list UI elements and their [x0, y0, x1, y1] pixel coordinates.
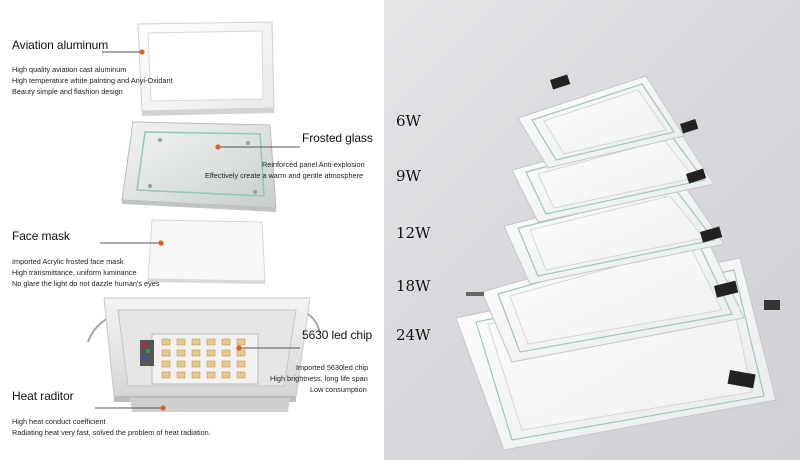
wattage-label-24w: 24W [396, 326, 431, 344]
led-chip [236, 371, 246, 379]
component-desc-frosted-glass: Reinforced panel Anti-explosion [262, 159, 365, 170]
led-chip [161, 360, 171, 368]
component-desc-led-chip-1: Imported 5630led chip [296, 362, 368, 373]
desc-line: Radiating heat very fast, solved the pro… [12, 428, 211, 437]
wattage-label-9w: 9W [396, 167, 421, 185]
led-chip-grid [161, 338, 246, 379]
led-chip [236, 338, 246, 346]
led-chip [206, 338, 216, 346]
led-chip [161, 371, 171, 379]
desc-line: No glare the light do not dazzle human's… [12, 279, 160, 288]
wattage-label-18w: 18W [396, 277, 431, 295]
desc-line: High transmittance, uniform luminance [12, 268, 137, 277]
led-chip [221, 371, 231, 379]
desc-line: Low consumption [310, 385, 367, 394]
panel-12w [503, 181, 725, 285]
led-chip [206, 349, 216, 357]
led-chip [236, 360, 246, 368]
product-size-photo: 6W 9W 12W 18W 24W [384, 0, 800, 460]
component-title-aviation-aluminum: Aviation aluminum [12, 38, 109, 52]
component-title-led-chip: 5630 led chip [302, 328, 373, 342]
callout-dot-led [236, 345, 242, 351]
desc-line: High heat conduct coefficient [12, 417, 106, 426]
aluminum-frame [137, 21, 275, 116]
wattage-label-6w: 6W [396, 112, 421, 130]
desc-line: Imported Acrylic frosted face mask [12, 257, 124, 266]
component-desc-frosted-glass-2: Effectively create a warm and gentle atm… [205, 170, 363, 181]
frosted-glass-layer [121, 121, 277, 212]
led-chip [176, 338, 186, 346]
led-chip [221, 360, 231, 368]
callout-dot-heat [160, 405, 166, 411]
callout-dot-aluminum [139, 49, 145, 55]
callout-dot-glass [215, 144, 221, 150]
led-chip [161, 349, 171, 357]
stacked-panels-illustration [455, 74, 780, 451]
component-desc-face-mask: Imported Acrylic frosted face mask High … [12, 256, 159, 289]
led-chip [191, 349, 201, 357]
desc-line: High quality aviation cast aluminum [12, 65, 127, 74]
led-chip [191, 360, 201, 368]
led-chip [206, 371, 216, 379]
component-desc-heat-radiator: High heat conduct coefficient Radiating … [12, 416, 211, 438]
led-chip [191, 338, 201, 346]
component-desc-led-chip-2: High brightness, long life span [270, 373, 368, 384]
component-title-frosted-glass: Frosted glass [302, 131, 373, 145]
desc-line: Reinforced panel Anti-explosion [262, 160, 365, 169]
led-chip [176, 371, 186, 379]
panel-6w [517, 74, 699, 169]
face-mask-layer [147, 219, 266, 284]
component-desc-aviation-aluminum: High quality aviation cast aluminum High… [12, 64, 173, 97]
led-chip [221, 349, 231, 357]
desc-line: High brightness, long life span [270, 374, 368, 383]
led-chip [161, 338, 171, 346]
component-title-face-mask: Face mask [12, 229, 70, 243]
led-chip [191, 371, 201, 379]
led-chip [176, 349, 186, 357]
desc-line: High temperature white painting and Anyi… [12, 76, 173, 85]
callout-dot-mask [158, 240, 164, 246]
component-desc-led-chip-3: Low consumption [310, 384, 367, 395]
led-chip [176, 360, 186, 368]
exploded-layers-illustration [87, 21, 321, 412]
led-chip [236, 349, 246, 357]
desc-line: Beauty simple and flashion design [12, 87, 123, 96]
desc-line: Imported 5630led chip [296, 363, 369, 372]
exploded-view-panel: Aviation aluminum High quality aviation … [0, 0, 384, 460]
led-chip [221, 338, 231, 346]
component-title-heat-radiator: Heat raditor [12, 389, 74, 403]
desc-line: Effectively create a warm and gentle atm… [205, 171, 364, 180]
wattage-label-12w: 12W [396, 224, 431, 242]
led-chip [206, 360, 216, 368]
